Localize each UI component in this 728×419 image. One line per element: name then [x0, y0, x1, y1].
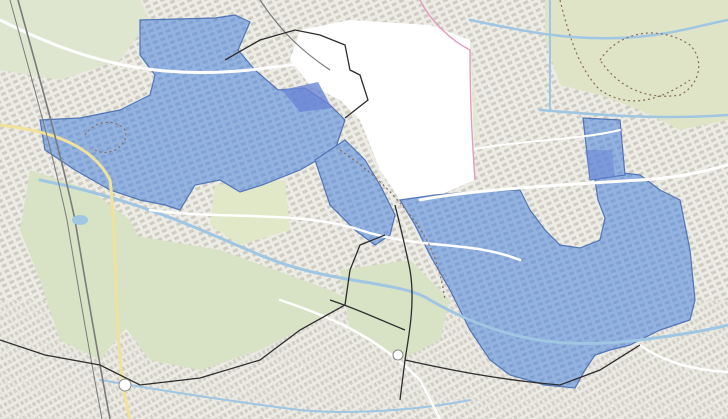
roundabout-2 [118, 378, 132, 392]
region-dark-patch-2 [585, 150, 615, 180]
green-area-south-middle [340, 260, 450, 360]
forest-northeast [545, 0, 728, 130]
roundabout-1 [392, 349, 404, 361]
roads [0, 18, 728, 419]
small-lake [72, 215, 88, 225]
region-east-district[interactable] [399, 171, 696, 389]
region-central-strip[interactable] [314, 139, 396, 246]
waterways [38, 0, 728, 413]
railway-north [259, 0, 331, 71]
road-2 [148, 208, 522, 262]
boundary-south [0, 234, 386, 386]
canal-northeast [538, 108, 728, 119]
admin-boundaries [0, 29, 641, 401]
road-1 [0, 18, 442, 75]
dotted-path-1 [339, 149, 446, 301]
region-dark-patch-1 [282, 82, 332, 112]
boundary-north [224, 29, 369, 119]
green-area-central-south [100, 230, 350, 370]
main-road [0, 123, 132, 419]
park-green [210, 180, 290, 245]
region-northwest-district[interactable] [39, 14, 346, 211]
stream-south [99, 379, 471, 413]
dotted-paths [84, 0, 700, 301]
road-4 [278, 298, 442, 419]
boundary-connector [329, 299, 406, 331]
boundary-southeast [404, 344, 641, 386]
road-3 [418, 163, 728, 202]
pink-route [419, 0, 476, 181]
river-main [38, 178, 728, 346]
dotted-path-3 [599, 32, 700, 97]
railway-west-2 [9, 0, 103, 419]
canal-north [468, 18, 728, 40]
road-5 [469, 129, 621, 151]
boundary-east [394, 204, 413, 401]
open-field [290, 20, 475, 200]
green-area-north [0, 0, 150, 80]
road-6 [638, 343, 728, 374]
dotted-path-2 [559, 0, 691, 102]
dotted-path-4 [84, 121, 127, 153]
